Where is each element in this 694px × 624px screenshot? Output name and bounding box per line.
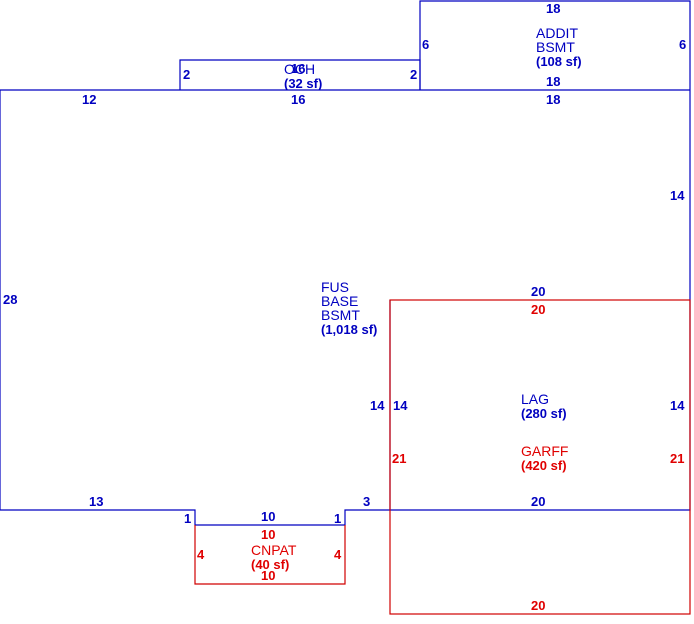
dim-notch-right: 1 bbox=[334, 511, 341, 526]
dim-garff-top: 20 bbox=[531, 302, 545, 317]
cnpat-label: CNPAT bbox=[251, 542, 297, 558]
addit-label-2: BSMT bbox=[536, 39, 575, 55]
fus-area: (1,018 sf) bbox=[321, 322, 377, 337]
dim-addit-bottom: 18 bbox=[546, 74, 560, 89]
dim-left: 28 bbox=[3, 292, 17, 307]
garff-label: GARFF bbox=[521, 443, 568, 459]
lag-label: LAG bbox=[521, 391, 549, 407]
dim-notch-top: 10 bbox=[261, 509, 275, 524]
outline-garff bbox=[389, 299, 691, 615]
dim-lag-top: 20 bbox=[531, 284, 545, 299]
fus-label-3: BSMT bbox=[321, 307, 360, 323]
dim-right-upper: 14 bbox=[670, 188, 685, 203]
fus-label-1: FUS bbox=[321, 279, 349, 295]
dim-addit-right: 6 bbox=[679, 37, 686, 52]
dim-cnpat-bottom: 10 bbox=[261, 568, 275, 583]
dim-top-left: 12 bbox=[82, 92, 96, 107]
dim-garff-left: 21 bbox=[392, 451, 406, 466]
dim-bottom-left: 13 bbox=[89, 494, 103, 509]
dim-lag-right: 14 bbox=[670, 398, 685, 413]
fus-label-2: BASE bbox=[321, 293, 358, 309]
cnpat-area: (40 sf) bbox=[251, 557, 289, 572]
dim-och-left: 2 bbox=[183, 67, 190, 82]
addit-area: (108 sf) bbox=[536, 54, 582, 69]
dim-och-right: 2 bbox=[410, 67, 417, 82]
dim-lag-bottom: 20 bbox=[531, 494, 545, 509]
garff-area: (420 sf) bbox=[521, 458, 567, 473]
dim-garff-right: 21 bbox=[670, 451, 684, 466]
dim-och-top: 16 bbox=[291, 61, 305, 76]
dim-och-bottom: 16 bbox=[291, 92, 305, 107]
dim-addit-top: 18 bbox=[546, 1, 560, 16]
dim-garff-bottom: 20 bbox=[531, 598, 545, 613]
dim-small-step: 3 bbox=[363, 494, 370, 509]
dim-top-right: 18 bbox=[546, 92, 560, 107]
dim-cnpat-right: 4 bbox=[334, 547, 342, 562]
outline-och bbox=[179, 59, 421, 90]
dim-addit-left: 6 bbox=[422, 37, 429, 52]
outline-addit-bsmt bbox=[419, 0, 691, 90]
dim-cnpat-top: 10 bbox=[261, 527, 275, 542]
och-area: (32 sf) bbox=[284, 76, 322, 91]
dim-lag-left-inner: 14 bbox=[393, 398, 408, 413]
dim-cnpat-left: 4 bbox=[197, 547, 205, 562]
dim-notch-left: 1 bbox=[184, 511, 191, 526]
dim-lag-left-outer: 14 bbox=[370, 398, 385, 413]
outline-cnpat bbox=[194, 525, 346, 585]
och-label: OCH bbox=[284, 61, 315, 77]
addit-label-1: ADDIT bbox=[536, 25, 578, 41]
lag-area: (280 sf) bbox=[521, 406, 567, 421]
